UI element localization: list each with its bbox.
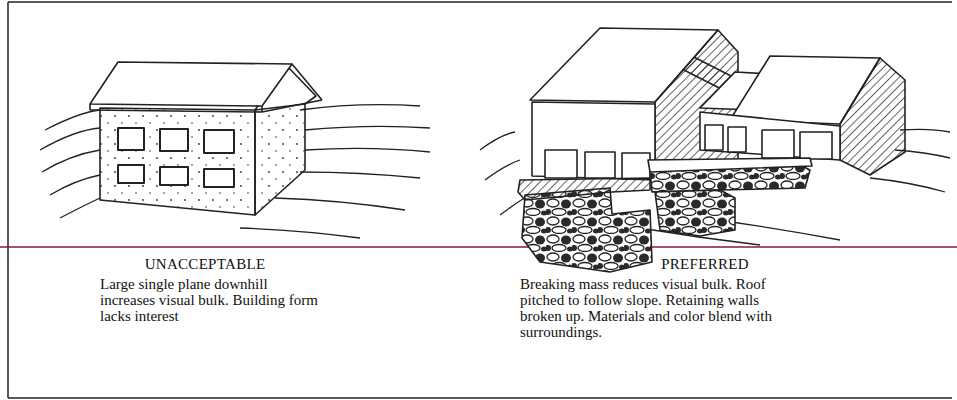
frame xyxy=(8,2,952,398)
note-label: Large single plane downhill increases vi… xyxy=(100,276,325,324)
heading-label: UNACCEPTABLE xyxy=(110,256,300,272)
note-label: Breaking mass reduces visual bulk. Roof … xyxy=(520,276,795,340)
contour-lines xyxy=(40,105,430,238)
preferred-houses xyxy=(518,28,905,272)
heading-label: PREFERRED xyxy=(610,256,800,272)
unacceptable-house xyxy=(90,62,322,215)
divider-line xyxy=(0,246,957,248)
